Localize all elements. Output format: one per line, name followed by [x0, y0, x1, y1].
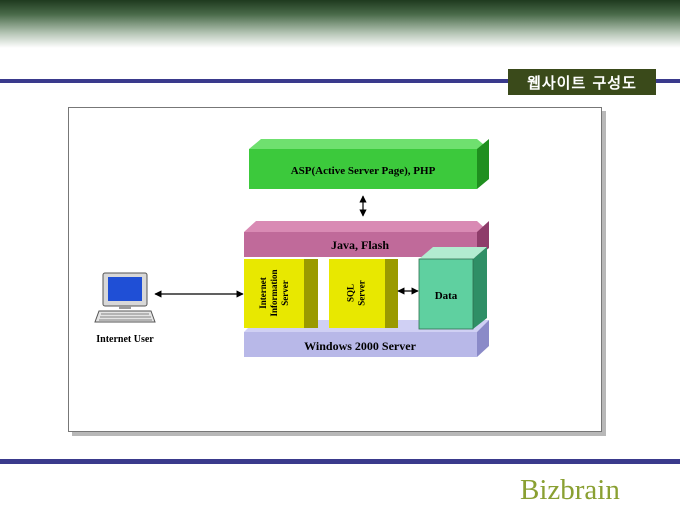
iis-box — [244, 259, 304, 328]
java-flash-label: Java, Flash — [331, 238, 389, 252]
internet-user-label: Internet User — [96, 334, 154, 345]
top-divider — [0, 79, 680, 83]
brand-logo: Bizbrain — [520, 474, 620, 506]
data-label: Data — [435, 290, 458, 302]
iis-text-line: Server — [280, 280, 290, 305]
header-gradient-band — [0, 0, 680, 48]
iis-text-line: Information — [269, 270, 279, 317]
sql-text-line: Server — [357, 280, 367, 305]
asp-php-layer: ASP(Active Server Page), PHP — [249, 139, 489, 189]
asp-php-box — [249, 149, 477, 189]
bottom-divider — [0, 459, 680, 464]
sql-box — [329, 259, 385, 328]
computer-icon — [94, 272, 156, 323]
windows-label: Windows 2000 Server — [304, 339, 416, 353]
iis-text-line: Internet — [258, 277, 268, 309]
slide-title: 웹사이트 구성도 — [508, 69, 656, 95]
java-flash-layer: Java, Flash — [244, 221, 489, 257]
sql-text-line: SQL — [346, 284, 356, 302]
asp-php-label: ASP(Active Server Page), PHP — [291, 165, 436, 177]
data-box — [418, 258, 474, 330]
architecture-diagram: ASP(Active Server Page), PHP Java, Flash… — [94, 139, 489, 357]
diagram-panel: ASP(Active Server Page), PHP Java, Flash… — [68, 107, 602, 432]
windows-box — [244, 332, 477, 357]
data-store: Data — [418, 247, 487, 330]
